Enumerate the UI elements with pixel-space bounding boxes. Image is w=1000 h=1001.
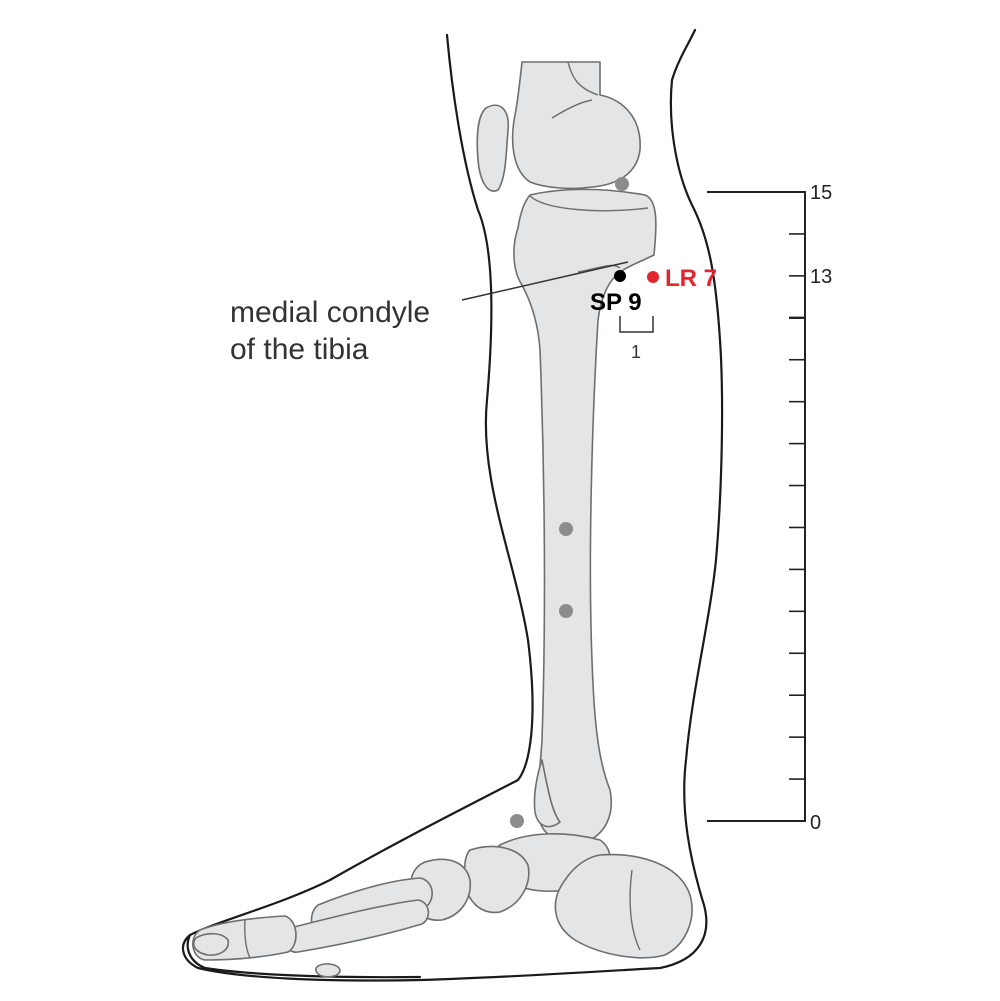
sp9-marker — [614, 270, 626, 282]
lr7-marker — [647, 271, 659, 283]
femur — [511, 61, 641, 190]
posterior-leg-contour — [181, 28, 724, 982]
reference-dot — [559, 522, 573, 536]
width-bracket: 1 — [619, 316, 654, 362]
scale-label-bottom: 0 — [810, 812, 821, 834]
foot-sole-contour — [186, 933, 422, 979]
scale-label-mark: 13 — [810, 266, 832, 288]
lr7-label: LR 7 — [665, 265, 717, 292]
annotation-leader-line — [461, 261, 629, 301]
annotation-line-2: of the tibia — [230, 333, 369, 366]
calcaneus — [554, 853, 693, 959]
patella — [476, 104, 510, 192]
acupoint-sp9: SP 9 — [590, 270, 642, 316]
reference-dot — [615, 177, 629, 191]
width-bracket-line — [619, 316, 654, 333]
acupoint-lr7: LR 7 — [647, 265, 717, 292]
tibia — [513, 188, 657, 844]
skeleton — [192, 61, 693, 978]
scale-label-top: 15 — [810, 182, 832, 204]
reference-dot — [510, 814, 524, 828]
metatarsal-2 — [283, 899, 430, 953]
navicular — [463, 845, 530, 914]
annotation-line-1: medial condyle — [230, 296, 430, 329]
measurement-scale: 15 13 0 — [707, 182, 832, 834]
scale-ticks — [789, 233, 805, 780]
leg-skin-outline — [181, 28, 724, 982]
reference-dot — [559, 604, 573, 618]
width-bracket-label: 1 — [631, 342, 641, 362]
fibula-lower — [533, 759, 561, 828]
reference-dots — [510, 177, 629, 828]
sesamoid — [315, 963, 341, 978]
toe-tip — [192, 932, 230, 956]
sp9-label: SP 9 — [590, 289, 642, 316]
